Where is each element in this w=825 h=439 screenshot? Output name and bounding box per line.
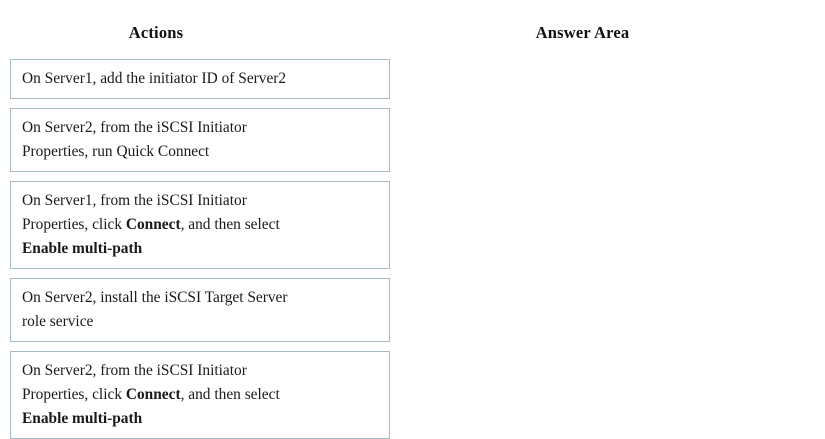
action-text: Properties, run Quick Connect [22,143,210,160]
action-text: On Server1, from the iSCSI Initiator [22,192,247,209]
action-text: On Server2, from the iSCSI Initiator [22,119,247,136]
action-text: , and then select [180,216,280,233]
action-card-line: On Server1, from the iSCSI Initiator [22,189,379,213]
action-card-line: On Server1, add the initiator ID of Serv… [22,67,379,91]
action-card-line: Properties, run Quick Connect [22,140,379,164]
action-card-line: Enable multi-path [22,407,379,431]
actions-list: On Server1, add the initiator ID of Serv… [10,59,390,439]
answer-area-header: Answer Area [535,23,630,42]
action-text-emphasis: Enable multi-path [22,410,143,427]
action-text: On Server2, install the iSCSI Target Ser… [22,289,288,306]
action-text: , and then select [180,386,280,403]
action-text: Properties, click [22,386,126,403]
action-text-emphasis: Connect [125,386,181,403]
action-card[interactable]: On Server1, add the initiator ID of Serv… [10,59,390,99]
action-text-emphasis: Connect [125,216,181,233]
action-card-line: Properties, click Connect, and then sele… [22,213,379,237]
action-text-emphasis: Enable multi-path [22,240,143,257]
answer-area-dropzone[interactable] [430,59,810,429]
action-card-line: Properties, click Connect, and then sele… [22,383,379,407]
action-card-line: Enable multi-path [22,237,379,261]
action-card-line: On Server2, from the iSCSI Initiator [22,116,379,140]
action-card-line: role service [22,310,379,334]
action-card-line: On Server2, install the iSCSI Target Ser… [22,286,379,310]
actions-column-header: Actions [128,23,184,42]
action-text: On Server1, add the initiator ID of Serv… [22,70,287,87]
action-card-line: On Server2, from the iSCSI Initiator [22,359,379,383]
action-text: On Server2, from the iSCSI Initiator [22,362,247,379]
action-card[interactable]: On Server2, install the iSCSI Target Ser… [10,278,390,342]
action-text: role service [22,313,94,330]
action-text: Properties, click [22,216,126,233]
